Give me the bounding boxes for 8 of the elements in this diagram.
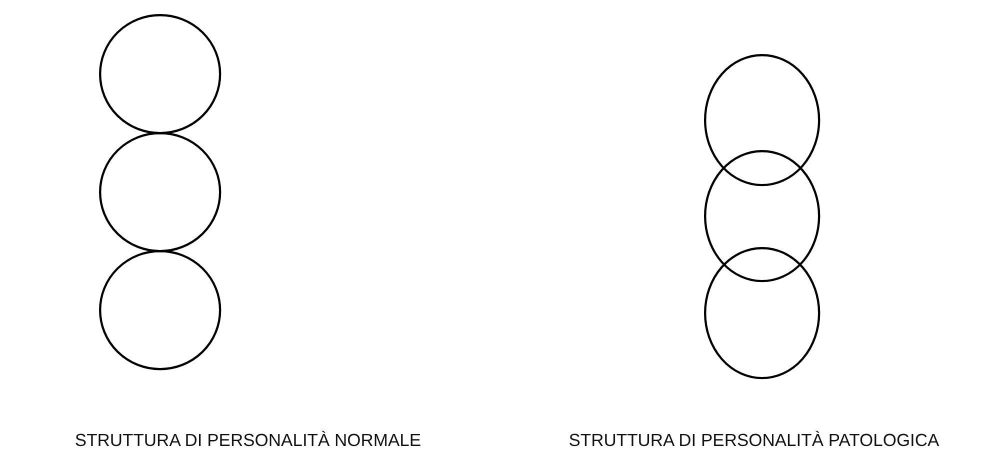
circle-outline xyxy=(98,132,222,252)
circle-outline xyxy=(98,14,222,134)
circle-outline xyxy=(704,150,820,282)
circle-outline xyxy=(704,54,820,186)
caption-text: STRUTTURA DI PERSONALITÀ PATOLOGICA xyxy=(568,429,940,451)
circle-outline xyxy=(704,246,820,380)
caption-text: STRUTTURA DI PERSONALITÀ NORMALE xyxy=(74,429,422,451)
circle-outline xyxy=(98,250,222,370)
